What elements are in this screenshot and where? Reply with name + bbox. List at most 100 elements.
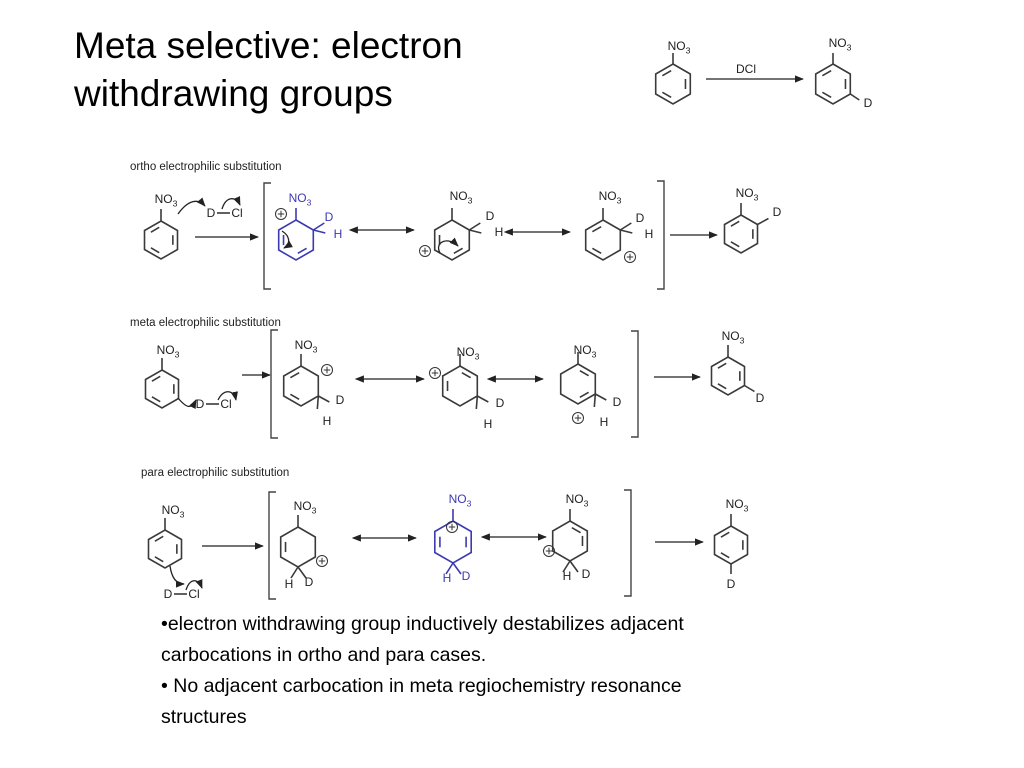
bullet-2: • No adjacent carbocation in meta regioc… [161, 675, 682, 728]
h-label: H [443, 571, 452, 585]
no3-label: NO3 [722, 329, 745, 346]
section-title-ortho: ortho electrophilic substitution [130, 161, 282, 173]
d-label: D [164, 587, 173, 601]
cation-plus [446, 521, 458, 533]
section-title-para: para electrophilic substitution [141, 467, 289, 479]
curved-arrow [221, 196, 241, 210]
title-line-2: withdrawing groups [74, 73, 393, 114]
benzene-ring [277, 219, 315, 261]
d-label: D [582, 567, 591, 581]
d-label: D [207, 206, 216, 220]
curved-arrow [177, 197, 206, 215]
d-label: D [756, 391, 765, 405]
cation-plus [429, 367, 441, 379]
benzene-ring [147, 529, 183, 569]
d-label: D [864, 96, 873, 110]
d-label: D [613, 395, 622, 409]
benzene-ring [143, 220, 179, 260]
slide-title: Meta selective: electron withdrawing grou… [74, 22, 463, 118]
no3-label: NO3 [162, 503, 185, 520]
cation-plus [316, 555, 328, 567]
no3-label: NO3 [295, 338, 318, 355]
d-label: D [325, 210, 334, 224]
dcl-reagent: D Cl [164, 587, 200, 601]
benzene-ring [710, 356, 746, 396]
d-label: D [462, 569, 471, 583]
resonance-bracket [268, 491, 276, 600]
d-label: D [636, 211, 645, 225]
cation-plus [572, 412, 584, 424]
cl-label: Cl [220, 397, 231, 411]
title-line-1: Meta selective: electron [74, 25, 463, 66]
benzene-ring [559, 363, 597, 405]
resonance-bracket [270, 329, 278, 439]
h-label: H [484, 417, 493, 431]
benzene-ring [433, 219, 471, 261]
h-label: H [334, 227, 343, 241]
curved-arrow [177, 397, 197, 409]
no3-label: NO3 [829, 36, 852, 53]
benzene-ring [144, 369, 180, 409]
benzene-ring [814, 63, 852, 105]
no3-label: NO3 [289, 191, 312, 208]
curved-arrow [185, 579, 203, 591]
cation-plus [321, 364, 333, 376]
no3-label: NO3 [157, 343, 180, 360]
resonance-bracket [657, 180, 665, 290]
resonance-bracket [263, 182, 271, 290]
no3-label: NO3 [599, 189, 622, 206]
cation-plus [275, 208, 287, 220]
d-label: D [486, 209, 495, 223]
benzene-ring [282, 365, 320, 407]
resonance-bracket [624, 489, 632, 597]
no3-label: NO3 [736, 186, 759, 203]
cation-plus [543, 545, 555, 557]
benzene-ring [441, 365, 479, 407]
h-label: H [323, 414, 332, 428]
h-label: H [495, 225, 504, 239]
no3-label: NO3 [574, 343, 597, 360]
d-label: D [727, 577, 736, 591]
no3-label: NO3 [566, 492, 589, 509]
curved-arrow [437, 237, 459, 254]
benzene-ring [654, 63, 692, 105]
h-label: H [285, 577, 294, 591]
curved-arrow [217, 391, 238, 401]
section-title-meta: meta electrophilic substitution [130, 317, 281, 329]
d-label: D [196, 397, 205, 411]
benzene-ring [279, 526, 317, 568]
bullet-1: •electron withdrawing group inductively … [161, 613, 684, 666]
curved-arrow [281, 230, 293, 249]
dcl-reagent: D Cl [196, 397, 232, 411]
benzene-ring [723, 214, 759, 254]
benzene-ring [551, 520, 589, 562]
benzene-ring [584, 219, 622, 261]
dcl-reagent: D Cl [207, 206, 243, 220]
d-label: D [336, 393, 345, 407]
d-label: D [496, 396, 505, 410]
no3-label: NO3 [668, 39, 691, 56]
cl-label: Cl [231, 206, 242, 220]
benzene-ring [713, 525, 749, 565]
curved-arrow [169, 565, 185, 588]
no3-label: NO3 [294, 499, 317, 516]
h-label: H [645, 227, 654, 241]
cl-label: Cl [188, 587, 199, 601]
d-label: D [305, 575, 314, 589]
resonance-bracket [631, 330, 639, 438]
no3-label: NO3 [450, 189, 473, 206]
no3-label: NO3 [726, 497, 749, 514]
h-label: H [563, 569, 572, 583]
h-label: H [600, 415, 609, 429]
no3-label: NO3 [457, 345, 480, 362]
cation-plus [419, 245, 431, 257]
d-label: D [773, 205, 782, 219]
no3-label: NO3 [155, 192, 178, 209]
